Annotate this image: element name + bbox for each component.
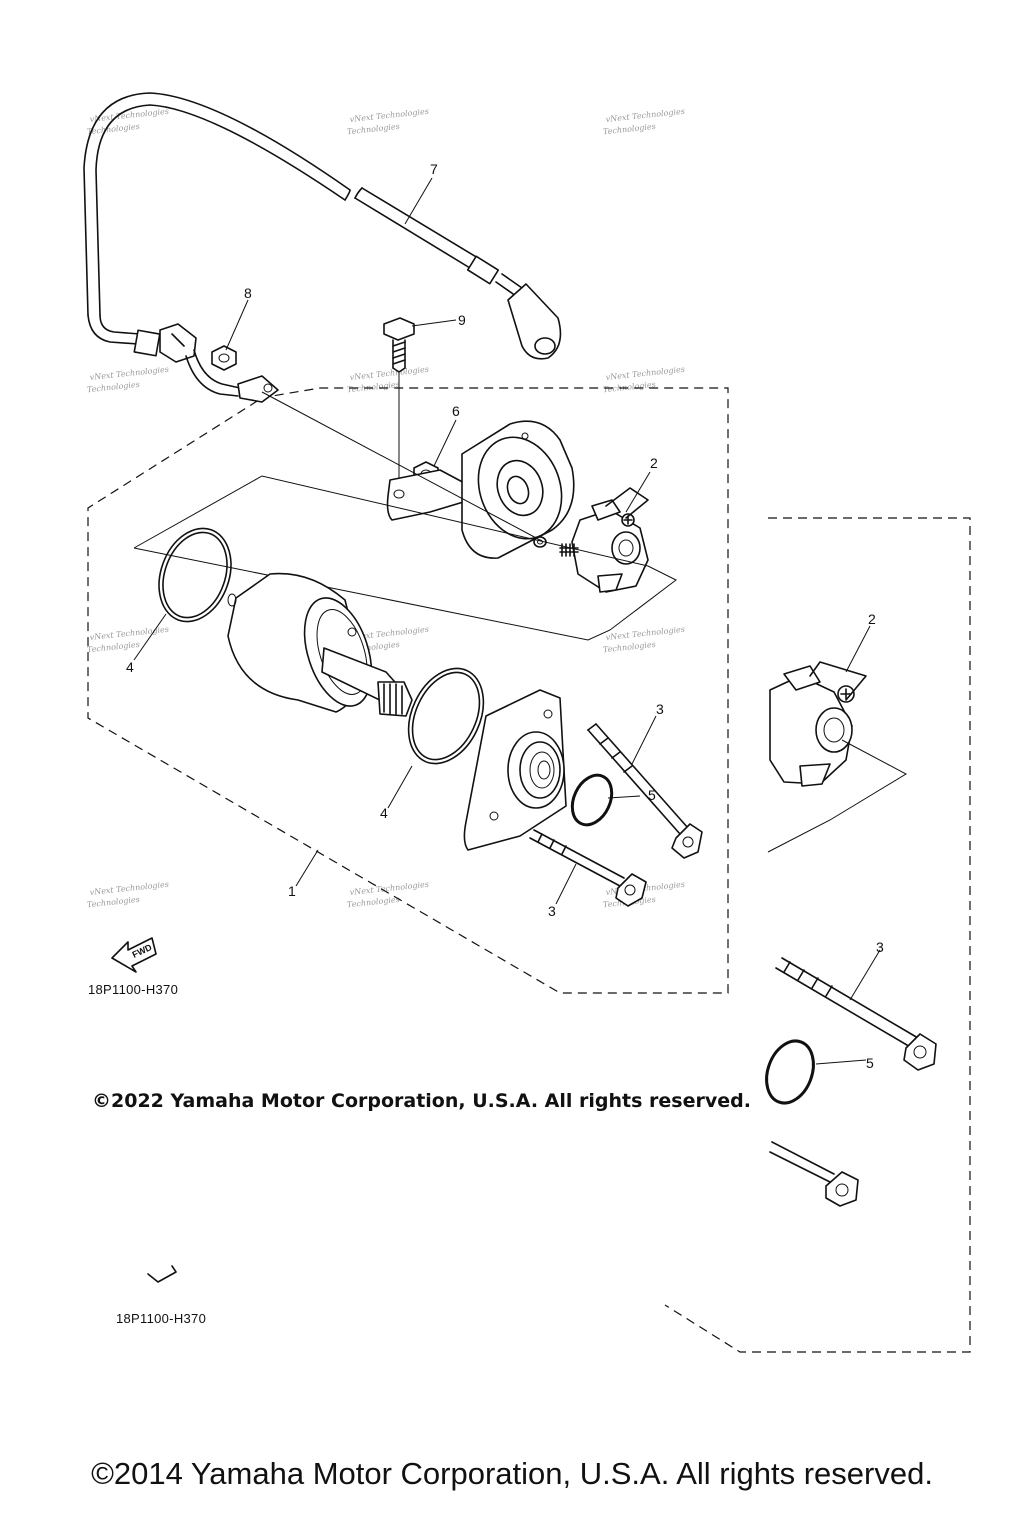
part-3-bolt-enlarged-upper xyxy=(775,957,937,1071)
svg-text:vNext Technologies: vNext Technologies xyxy=(605,365,685,382)
part-2-brush-holder xyxy=(533,487,649,593)
svg-text:vNext Technologies: vNext Technologies xyxy=(349,880,429,897)
svg-text:vNext Technologies: vNext Technologies xyxy=(605,625,685,642)
svg-text:vNext Technologies: vNext Technologies xyxy=(349,365,429,382)
part-9-bolt xyxy=(383,317,415,488)
svg-text:Technologies: Technologies xyxy=(603,380,657,394)
front-cover xyxy=(463,689,567,851)
part-4-o-ring-front xyxy=(407,667,485,765)
alignment-lines xyxy=(133,391,677,641)
svg-text:Technologies: Technologies xyxy=(87,380,141,394)
svg-text:Technologies: Technologies xyxy=(87,640,141,654)
callout-2: 2 xyxy=(650,455,658,471)
svg-text:Technologies: Technologies xyxy=(87,895,141,909)
svg-text:vNext Technologies: vNext Technologies xyxy=(605,107,685,124)
part-3-bolt-enlarged-lower xyxy=(769,1141,859,1207)
fwd-arrow-icon xyxy=(147,1265,177,1283)
diagram-code: 18P1100-H370 xyxy=(88,982,178,997)
starter-yoke-armature xyxy=(227,572,413,717)
callout-5: 5 xyxy=(648,787,656,803)
part-3-bolt-lower xyxy=(529,829,647,907)
part-7-starter-cable xyxy=(83,92,562,403)
copyright-notice: ©2014 Yamaha Motor Corporation, U.S.A. A… xyxy=(91,1456,933,1491)
part-3-bolt-upper xyxy=(587,723,703,859)
svg-text:Technologies: Technologies xyxy=(347,122,401,136)
callout-4: 4 xyxy=(126,659,134,675)
callout-numbers: 7 8 9 6 2 4 4 3 5 3 1 xyxy=(126,161,664,919)
fwd-arrow-icon: FWD xyxy=(111,937,157,973)
callout-leaders xyxy=(133,177,657,905)
copyright-notice: ©2022 Yamaha Motor Corporation, U.S.A. A… xyxy=(92,1090,751,1112)
callout-8: 8 xyxy=(244,285,252,301)
part-5-o-ring xyxy=(570,773,614,827)
part-5-o-ring-enlarged xyxy=(765,1039,815,1105)
callout-2: 2 xyxy=(868,611,876,627)
svg-text:Technologies: Technologies xyxy=(347,380,401,394)
svg-text:vNext Technologies: vNext Technologies xyxy=(89,880,169,897)
svg-text:Technologies: Technologies xyxy=(347,895,401,909)
part-2-brush-holder-enlarged xyxy=(767,661,908,853)
callout-5: 5 xyxy=(866,1055,874,1071)
callout-3: 3 xyxy=(548,903,556,919)
callout-7: 7 xyxy=(430,161,438,177)
callout-1: 1 xyxy=(288,883,296,899)
callout-9: 9 xyxy=(458,312,466,328)
part-4-o-ring-rear xyxy=(158,527,232,623)
assembly-boundary xyxy=(87,387,971,1353)
callout-3: 3 xyxy=(656,701,664,717)
part-8-nut xyxy=(211,345,237,371)
rear-cover-bracket xyxy=(386,420,575,559)
svg-text:vNext Technologies: vNext Technologies xyxy=(89,365,169,382)
diagram-code: 18P1100-H370 xyxy=(116,1311,206,1326)
callout-3: 3 xyxy=(876,939,884,955)
svg-text:Technologies: Technologies xyxy=(603,640,657,654)
callout-4: 4 xyxy=(380,805,388,821)
svg-text:Technologies: Technologies xyxy=(603,122,657,136)
callout-6: 6 xyxy=(452,403,460,419)
svg-text:vNext Technologies: vNext Technologies xyxy=(349,107,429,124)
